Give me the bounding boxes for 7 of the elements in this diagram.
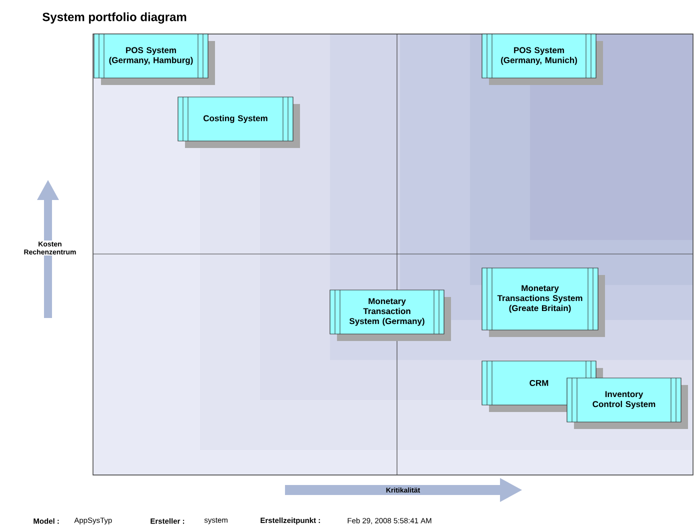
system-box: Monetary Transaction System (Germany) <box>330 290 451 341</box>
diagram-title: System portfolio diagram <box>42 12 186 24</box>
system-box: Costing System <box>178 96 300 148</box>
system-box: POS System (Germany, Munich) <box>482 34 603 85</box>
system-box: Monetary Transactions System (Greate Britain) <box>482 268 605 337</box>
system-box: Inventory Control System <box>566 378 688 429</box>
system-box: POS System (Germany, Hamburg) <box>94 34 215 85</box>
